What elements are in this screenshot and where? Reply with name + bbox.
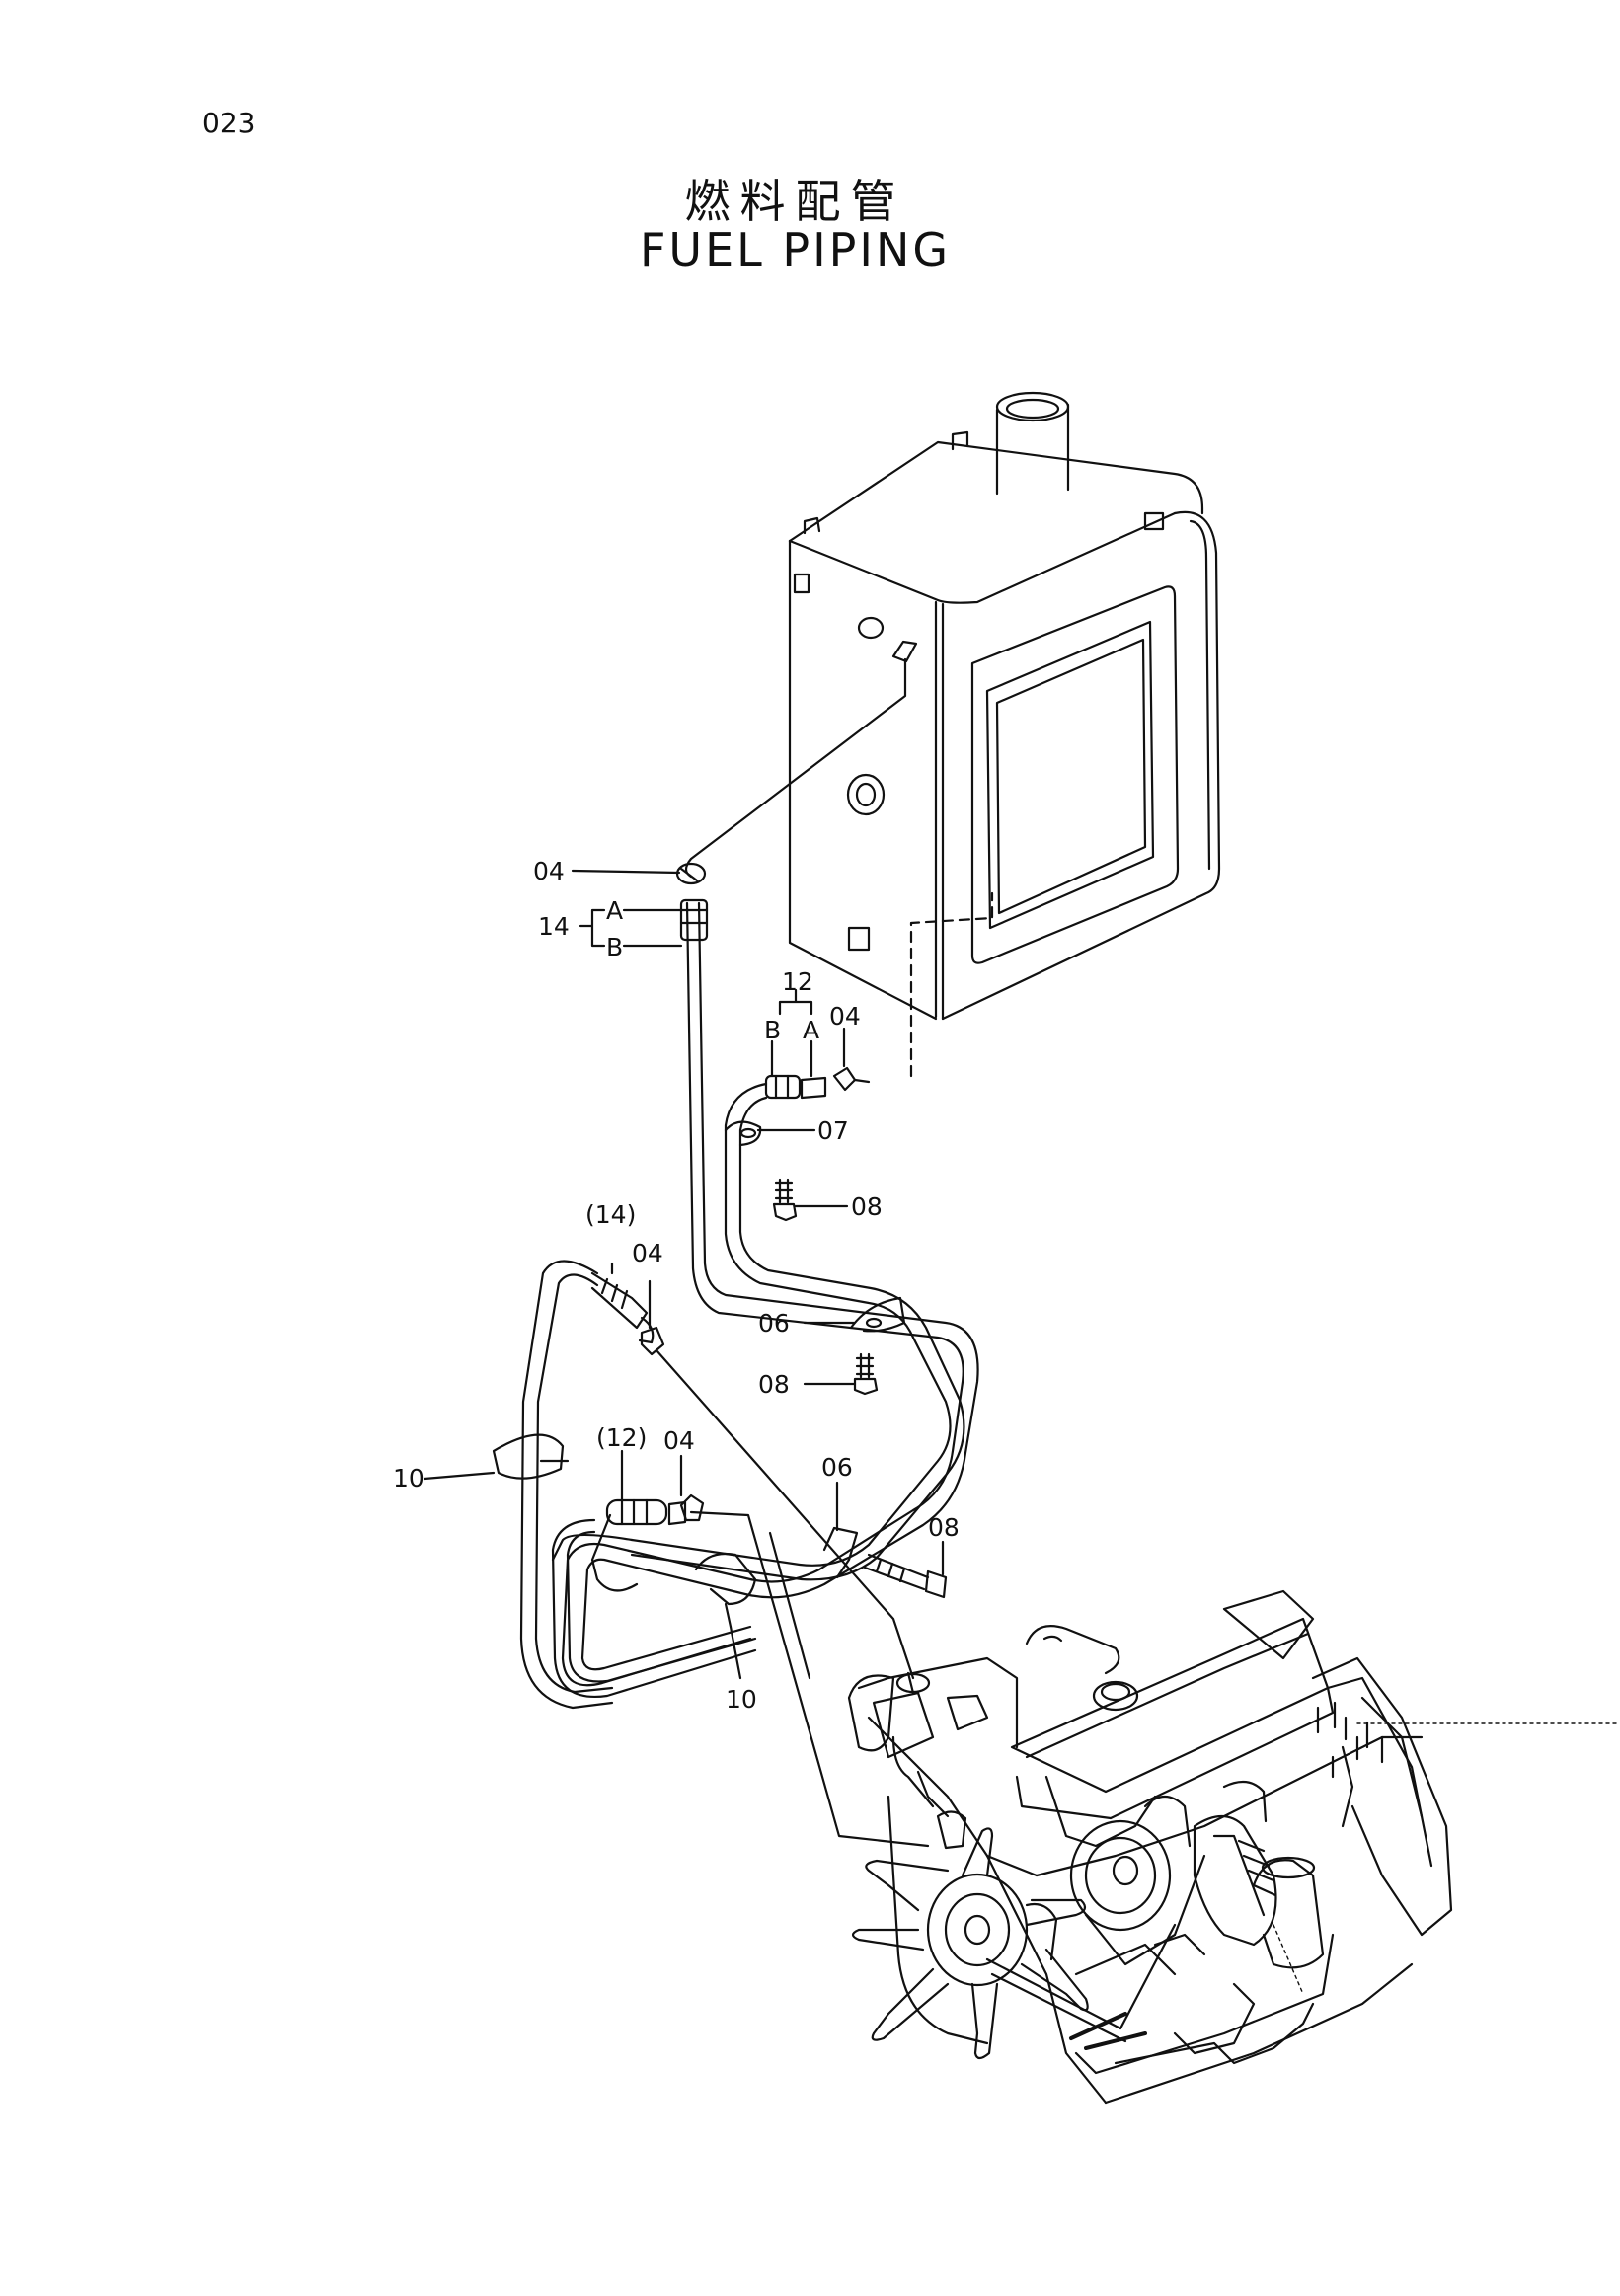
- left-hose-loop: [519, 1260, 614, 1710]
- hose-link: [768, 1531, 811, 1680]
- callout-12: 12: [782, 967, 813, 996]
- callout-14: 14: [538, 912, 570, 941]
- callout-08-middle: 08: [758, 1370, 790, 1399]
- title-english: FUEL PIPING: [639, 223, 952, 276]
- callout-14-ref: (14): [585, 1200, 636, 1229]
- callout-12-ref: (12): [596, 1423, 647, 1452]
- title-japanese: 燃料配管: [684, 175, 906, 228]
- callout-04-tank-drain: 04: [829, 1002, 861, 1031]
- callout-07: 07: [817, 1116, 849, 1145]
- left-hose-loop-inner: [534, 1273, 614, 1694]
- line-to-engine-2: [689, 1510, 930, 1848]
- return-hose: [561, 657, 979, 1687]
- engine: [847, 1589, 1620, 2105]
- fittings: [492, 862, 948, 1629]
- callout-12-a: A: [803, 1016, 819, 1044]
- callout-08-upper: 08: [851, 1192, 883, 1221]
- callout-12-b: B: [764, 1016, 781, 1044]
- callout-10-lower: 10: [726, 1685, 757, 1714]
- callout-04-left: 04: [632, 1239, 663, 1267]
- callout-06-upper: 06: [758, 1309, 790, 1338]
- callout-08-lower: 08: [928, 1513, 960, 1542]
- fuel-tank: [788, 391, 1221, 1078]
- page-number: 023: [202, 107, 256, 139]
- callout-06-lower: 06: [821, 1453, 853, 1482]
- callouts: 04 14 A B 12 B A 04 07 08 (14) 04 06 08 …: [393, 857, 960, 1714]
- callout-10-left: 10: [393, 1464, 424, 1492]
- callout-14-a: A: [606, 896, 623, 925]
- supply-hose: [551, 1082, 965, 1698]
- line-to-engine-1: [655, 1348, 915, 1680]
- callout-04-upper: 04: [533, 857, 565, 885]
- callout-14-b: B: [606, 933, 623, 961]
- leader-lines: [423, 869, 945, 1680]
- callout-04-lower: 04: [663, 1426, 695, 1455]
